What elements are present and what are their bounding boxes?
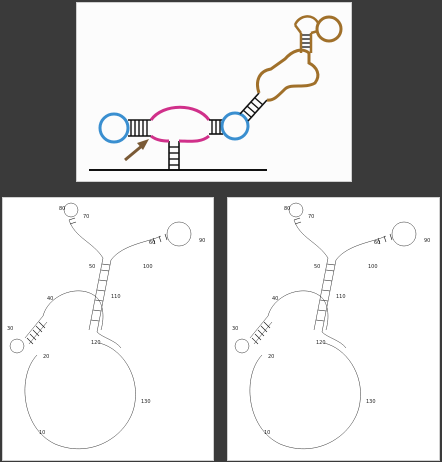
multiloop-large: [24, 342, 136, 450]
stem-left: [128, 119, 151, 137]
label-10: 10: [39, 430, 45, 436]
label-130: 130: [141, 399, 151, 405]
brown-stem: [299, 33, 313, 53]
label-130-right: 130: [366, 399, 376, 405]
label-40-right: 40: [272, 296, 278, 302]
label-110-right: 110: [336, 294, 346, 300]
arrow-icon: [124, 139, 149, 162]
hairpin-loop-top: [63, 202, 79, 218]
hairpin-loop-right: [166, 221, 192, 247]
multiloop-large-right: [249, 342, 361, 450]
label-120: 120: [91, 340, 101, 346]
hairpin-loop-left-right: [234, 338, 250, 354]
label-100-right: 100: [368, 264, 378, 270]
label-90: 90: [199, 238, 205, 244]
stem-down: [168, 141, 180, 170]
label-30: 30: [7, 326, 13, 332]
blue-loop-left: [98, 112, 130, 144]
hairpin-loop-top-right: [288, 202, 304, 218]
brown-helix-arm: [256, 48, 320, 102]
label-110: 110: [111, 294, 121, 300]
label-20: 20: [43, 354, 49, 360]
label-80-right: 80: [284, 206, 290, 212]
label-50-right: 50: [314, 264, 320, 270]
label-60-right: 60: [374, 240, 380, 246]
label-60: 60: [149, 240, 155, 246]
label-20-right: 20: [268, 354, 274, 360]
label-30-right: 30: [232, 326, 238, 332]
label-50: 50: [89, 264, 95, 270]
label-100: 100: [143, 264, 153, 270]
label-70: 70: [83, 214, 89, 220]
schematic-diagram: [89, 15, 343, 171]
magenta-internal-loop-bottom: [150, 134, 210, 143]
label-120-right: 120: [316, 340, 326, 346]
label-40: 40: [47, 296, 53, 302]
hairpin-loop-left: [9, 338, 25, 354]
magenta-internal-loop: [149, 105, 211, 121]
blue-loop-right: [220, 111, 250, 141]
structure-svg-left: 70 80 90 60 100 50 110 40 120 30 20 130 …: [7, 202, 205, 450]
brown-hairpin-loop: [315, 15, 343, 43]
hairpin-loop-right-right: [391, 221, 417, 247]
structure-svg-right: 70 80 90 60 100 50 110 40 120 30 20 130 …: [232, 202, 430, 450]
schematic-panel: [76, 2, 352, 182]
rna-structure-right: 70 80 90 60 100 50 110 40 120 30 20 130 …: [227, 197, 440, 461]
label-10-right: 10: [264, 430, 270, 436]
stem-diagonal: [239, 92, 268, 122]
label-70-right: 70: [308, 214, 314, 220]
stem-right: [209, 119, 223, 135]
label-90-right: 90: [424, 238, 430, 244]
rna-structure-left: 70 80 90 60 100 50 110 40 120 30 20 130 …: [2, 197, 214, 461]
label-80: 80: [59, 206, 65, 212]
